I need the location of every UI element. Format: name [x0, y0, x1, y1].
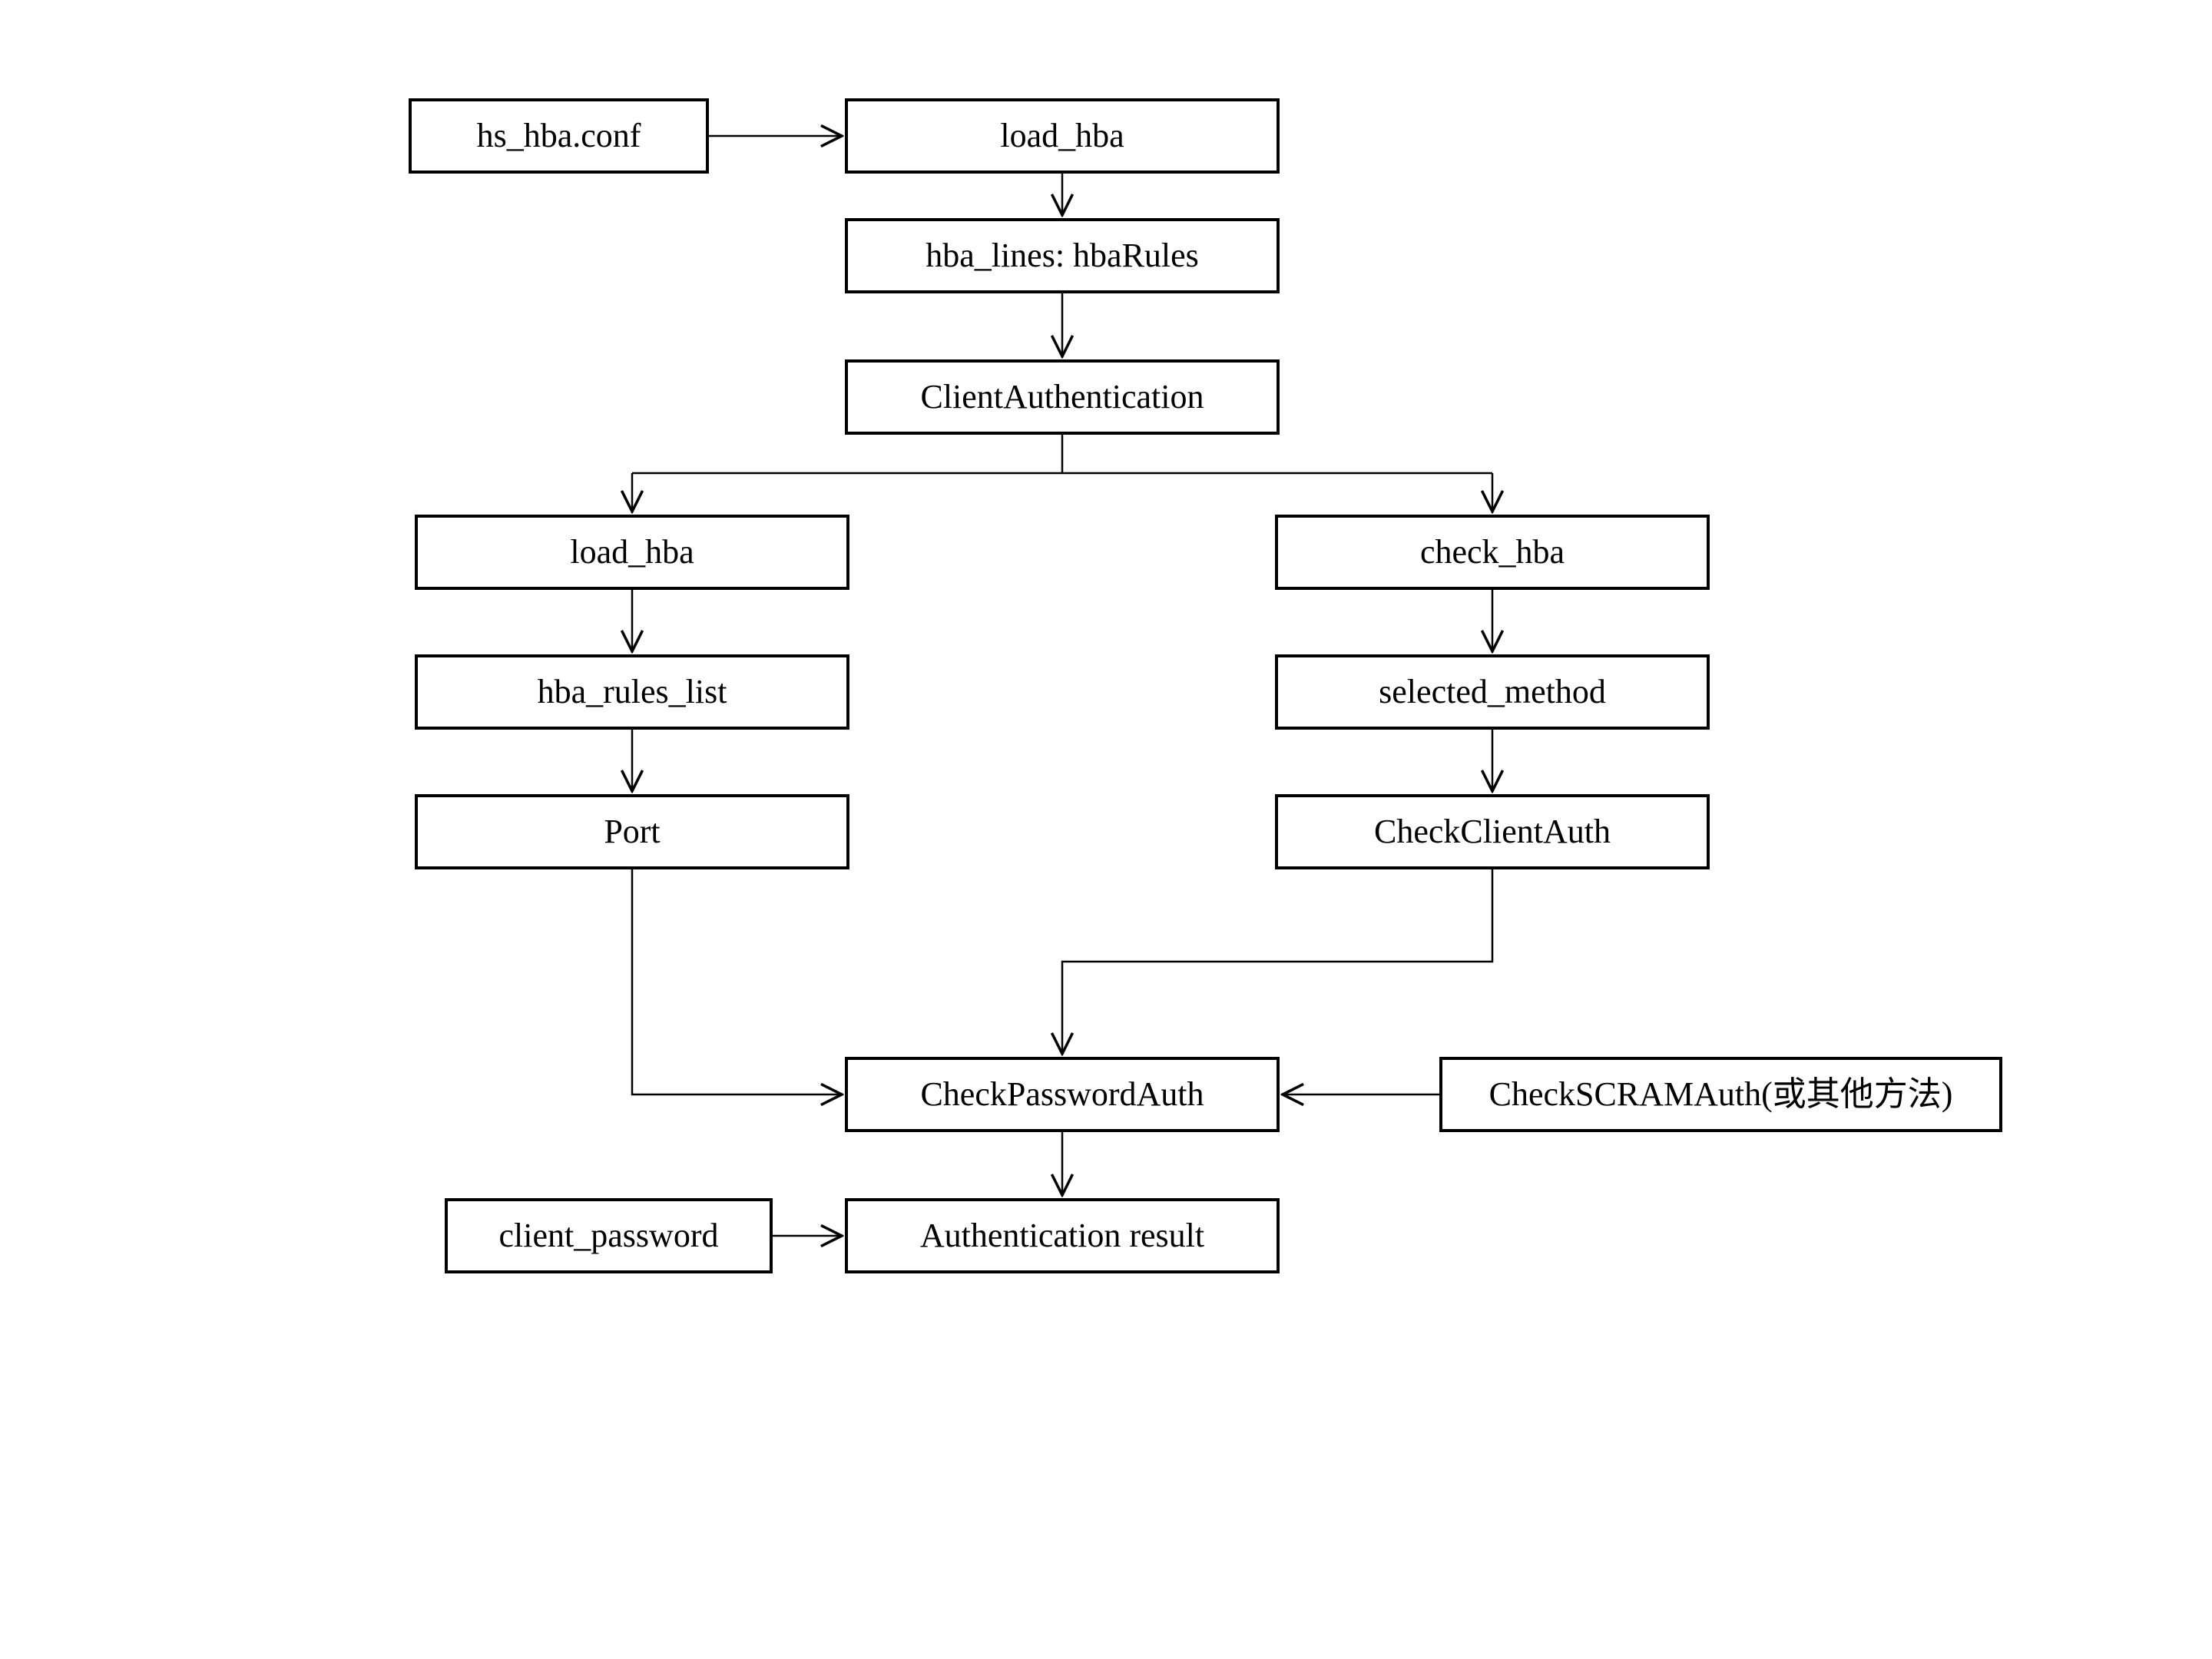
node-label: check_hba	[1419, 533, 1565, 571]
node-load-hba-left: load_hba	[415, 515, 849, 590]
node-label: ClientAuthentication	[920, 378, 1204, 416]
node-selected-method: selected_method	[1275, 654, 1710, 730]
node-label: selected_method	[1379, 673, 1606, 710]
node-client-password: client_password	[445, 1198, 773, 1273]
node-label: CheckClientAuth	[1374, 813, 1611, 850]
node-label: CheckSCRAMAuth(或其他方法)	[1488, 1075, 1953, 1113]
arrow-port-to-check-password-auth	[631, 869, 842, 1094]
node-label: load_hba	[570, 533, 694, 571]
node-label: load_hba	[1000, 117, 1124, 154]
node-label: client_password	[498, 1217, 719, 1254]
node-label: CheckPasswordAuth	[920, 1075, 1204, 1113]
node-port: Port	[415, 794, 849, 869]
node-check-password-auth: CheckPasswordAuth	[845, 1057, 1280, 1132]
node-check-hba: check_hba	[1275, 515, 1710, 590]
node-hba-lines-hbarules: hba_lines: hbaRules	[845, 218, 1280, 293]
node-hba-rules-list: hba_rules_list	[415, 654, 849, 730]
node-label: hba_lines: hbaRules	[926, 237, 1199, 274]
node-load-hba-top: load_hba	[845, 98, 1280, 174]
node-check-client-auth: CheckClientAuth	[1275, 794, 1710, 869]
node-check-scram-auth: CheckSCRAMAuth(或其他方法)	[1439, 1057, 2002, 1132]
arrow-check-client-auth-to-check-password-auth	[1062, 869, 1494, 1054]
node-client-authentication: ClientAuthentication	[845, 359, 1280, 435]
node-label: Port	[604, 813, 661, 850]
node-label: hba_rules_list	[537, 673, 727, 710]
node-label: hs_hba.conf	[476, 117, 641, 154]
node-label: Authentication result	[919, 1217, 1205, 1254]
node-hs-hba-conf: hs_hba.conf	[409, 98, 709, 174]
node-authentication-result: Authentication result	[845, 1198, 1280, 1273]
